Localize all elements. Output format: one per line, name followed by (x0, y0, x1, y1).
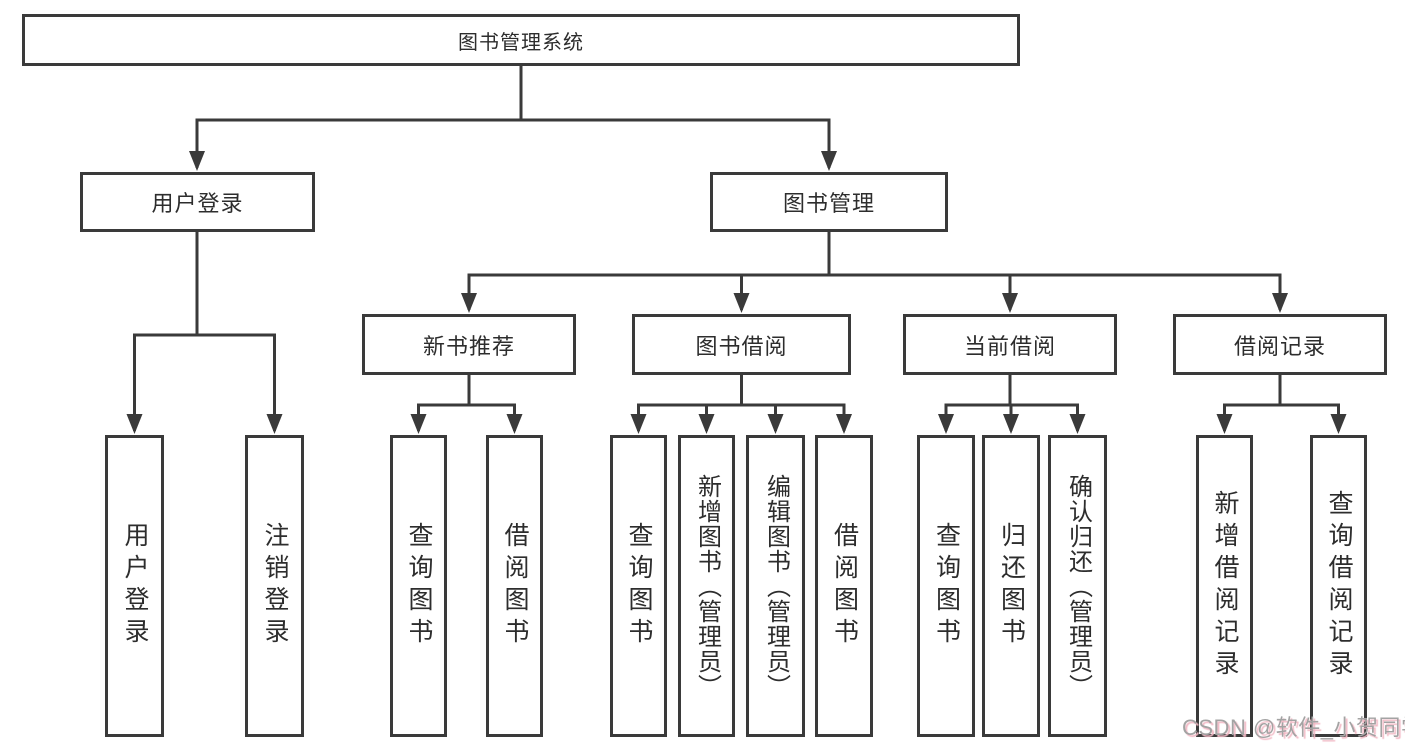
leaf-label: 借阅图书 (830, 522, 859, 650)
leaf-label: 查询图书 (625, 522, 653, 650)
node-user-login: 用户登录 (80, 172, 315, 232)
leaf-logout: 注销登录 (245, 435, 304, 737)
leaf-label: 新增图书（管理员） (693, 473, 721, 699)
leaf-label: 编辑图书（管理员） (762, 473, 790, 699)
leaf-query-books-current: 查询图书 (917, 435, 975, 737)
leaf-label: 确认归还（管理员） (1064, 473, 1092, 699)
leaf-label: 查询借阅记录 (1325, 490, 1353, 682)
leaf-label: 归还图书 (997, 522, 1026, 650)
csdn-watermark: CSDN @软件_小贺同学 (1182, 715, 1405, 740)
leaf-confirm-return-admin: 确认归还（管理员） (1048, 435, 1107, 737)
leaf-query-books-borrowing: 查询图书 (610, 435, 667, 737)
leaf-label: 新增借阅记录 (1211, 490, 1239, 682)
leaf-label: 用户登录 (121, 522, 149, 650)
leaf-label: 借阅图书 (501, 522, 529, 650)
leaf-query-borrow-record: 查询借阅记录 (1310, 435, 1367, 737)
node-borrowing-records: 借阅记录 (1173, 314, 1387, 375)
node-new-book-recommendation: 新书推荐 (362, 314, 576, 375)
leaf-borrow-books: 借阅图书 (815, 435, 873, 737)
leaf-add-borrow-record: 新增借阅记录 (1196, 435, 1253, 737)
leaf-return-books: 归还图书 (982, 435, 1040, 737)
node-book-management: 图书管理 (710, 172, 948, 232)
node-book-management-system: 图书管理系统 (22, 14, 1020, 66)
leaf-borrow-books-recommend: 借阅图书 (486, 435, 543, 737)
leaf-user-login: 用户登录 (105, 435, 164, 737)
node-current-borrowing: 当前借阅 (903, 314, 1117, 375)
leaf-label: 注销登录 (261, 522, 289, 650)
leaf-label: 查询图书 (932, 522, 961, 650)
node-book-borrowing: 图书借阅 (632, 314, 851, 375)
leaf-edit-books-admin: 编辑图书（管理员） (746, 435, 805, 737)
leaf-add-books-admin: 新增图书（管理员） (678, 435, 735, 737)
leaf-query-books-recommend: 查询图书 (390, 435, 447, 737)
leaf-label: 查询图书 (405, 522, 433, 650)
